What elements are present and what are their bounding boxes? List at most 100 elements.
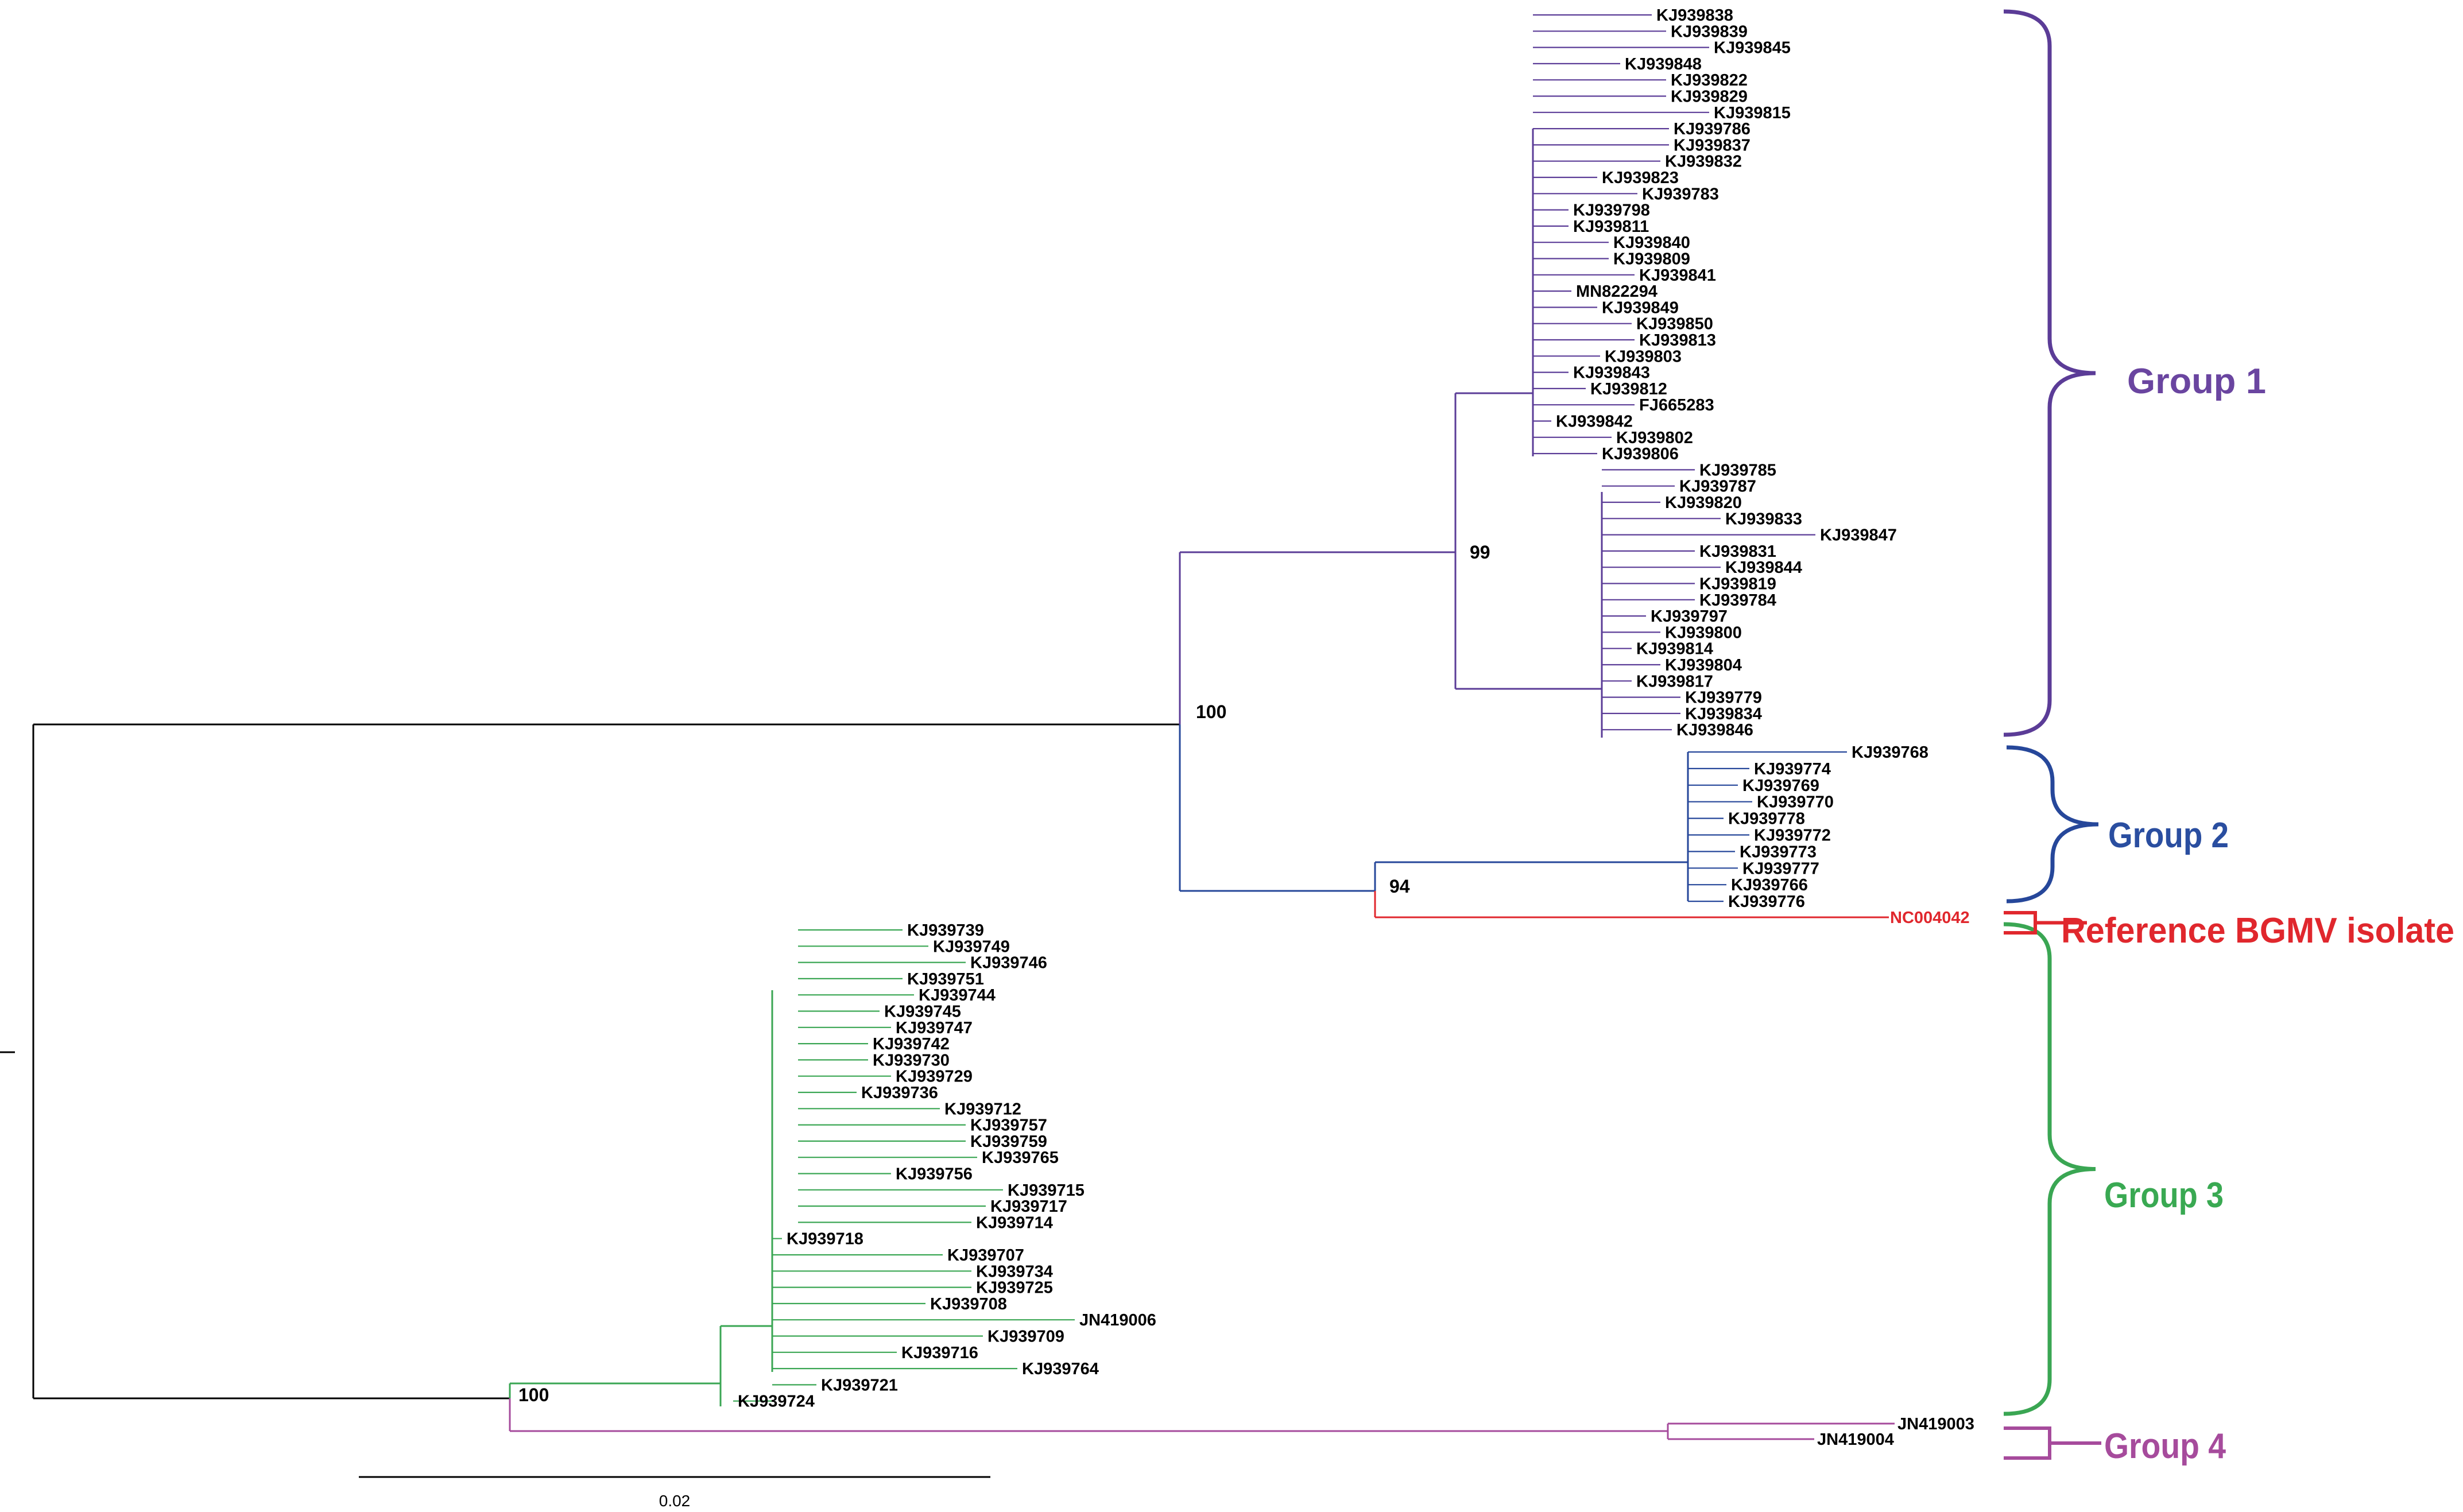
leaf-label: KJ939736 <box>861 1084 938 1102</box>
bootstrap-100-top: 100 <box>1196 701 1226 722</box>
tree-branches <box>0 14 1895 1440</box>
leaf-label: KJ939823 <box>1602 169 1679 187</box>
leaf-label: KJ939712 <box>944 1100 1021 1118</box>
leaf-label: KJ939786 <box>1674 120 1751 138</box>
leaf-label: KJ939813 <box>1639 331 1716 350</box>
leaf-label: KJ939708 <box>930 1295 1007 1313</box>
leaf-label: KJ939803 <box>1605 347 1682 366</box>
leaf-label: KJ939745 <box>884 1003 961 1021</box>
leaf-label: KJ939814 <box>1636 640 1713 658</box>
group-3-bracket <box>2003 922 2096 1416</box>
scale-bar-label: 0.02 <box>659 1492 691 1510</box>
leaf-label: KJ939845 <box>1714 39 1791 57</box>
leaf-label: KJ939840 <box>1613 234 1690 252</box>
leaf-label: KJ939749 <box>933 937 1010 956</box>
group-2-bracket <box>2006 745 2099 904</box>
bootstrap-100-bottom: 100 <box>518 1385 549 1405</box>
leaf-label: KJ939785 <box>1699 461 1776 479</box>
leaf-label: KJ939783 <box>1642 185 1719 203</box>
leaf-label: KJ939848 <box>1625 55 1702 73</box>
leaf-label: KJ939725 <box>976 1279 1053 1297</box>
leaf-label: KJ939721 <box>821 1376 898 1394</box>
group-brackets <box>2003 9 2101 1460</box>
leaf-label: KJ939846 <box>1676 721 1753 739</box>
leaf-label: KJ939770 <box>1757 793 1834 812</box>
group-3-label: Group 3 <box>2104 1176 2224 1215</box>
leaf-label: KJ939766 <box>1731 876 1808 894</box>
leaf-label: MN822294 <box>1576 282 1658 301</box>
leaf-label: KJ939812 <box>1590 380 1667 398</box>
leaf-label: KJ939707 <box>947 1246 1024 1265</box>
group-4-bracket <box>2004 1426 2101 1460</box>
leaf-label: KJ939800 <box>1665 623 1742 642</box>
leaf-label: KJ939744 <box>919 986 996 1005</box>
leaf-label: KJ939769 <box>1742 777 1819 795</box>
leaf-label: KJ939768 <box>1852 743 1928 762</box>
leaf-label: KJ939717 <box>990 1197 1067 1216</box>
group-4-label: Group 4 <box>2104 1426 2226 1466</box>
leaf-label: KJ939729 <box>896 1068 973 1086</box>
bootstrap-94: 94 <box>1389 876 1410 897</box>
reference-bracket <box>2004 911 2087 935</box>
leaf-label: KJ939847 <box>1820 526 1897 545</box>
leaf-label: KJ939764 <box>1022 1360 1099 1378</box>
leaf-label: KJ939730 <box>873 1051 950 1069</box>
leaf-label: KJ939804 <box>1665 656 1742 674</box>
leaf-label: KJ939809 <box>1613 250 1690 269</box>
leaf-label: KJ939773 <box>1740 843 1817 861</box>
leaf-label: JN419006 <box>1079 1311 1156 1329</box>
leaf-label: KJ939811 <box>1573 218 1649 236</box>
leaf-label: KJ939829 <box>1671 88 1748 106</box>
leaf-label: KJ939718 <box>787 1230 863 1249</box>
leaf-label: KJ939776 <box>1728 893 1805 911</box>
leaf-label: KJ939778 <box>1728 810 1805 828</box>
leaf-label: KJ939802 <box>1616 429 1693 447</box>
leaf-label: KJ939797 <box>1651 607 1728 626</box>
bootstrap-99: 99 <box>1470 542 1490 563</box>
leaf-label: KJ939779 <box>1685 689 1762 707</box>
leaf-label: KJ939798 <box>1573 201 1650 220</box>
leaf-label: KJ939734 <box>976 1262 1053 1281</box>
leaf-label: KJ939777 <box>1742 859 1819 878</box>
leaf-label: KJ939724 <box>738 1393 815 1411</box>
leaf-label: KJ939756 <box>896 1165 973 1184</box>
group-1-bracket <box>2003 9 2096 737</box>
leaf-label: KJ939833 <box>1725 510 1802 528</box>
leaf-label: KJ939784 <box>1699 591 1776 610</box>
leaf-label: KJ939772 <box>1754 827 1831 845</box>
leaf-label: KJ939817 <box>1636 672 1713 691</box>
leaf-label: KJ939715 <box>1008 1181 1085 1200</box>
leaf-label: KJ939839 <box>1671 22 1748 41</box>
reference-bgmv-label: Reference BGMV isolate <box>2061 911 2454 951</box>
leaf-label: JN419003 <box>1897 1415 1974 1433</box>
leaf-label: KJ939842 <box>1556 413 1633 431</box>
group-1-label: Group 1 <box>2127 362 2266 401</box>
leaf-label: KJ939822 <box>1671 71 1748 90</box>
leaf-label: KJ939787 <box>1679 478 1756 496</box>
leaf-label: KJ939739 <box>907 921 984 940</box>
leaf-label: KJ939716 <box>901 1344 978 1362</box>
leaf-label: KJ939831 <box>1699 542 1776 561</box>
leaf-label: KJ939838 <box>1656 6 1733 25</box>
leaf-label: KJ939820 <box>1665 494 1742 512</box>
leaf-label: KJ939834 <box>1685 705 1762 723</box>
leaf-label: KJ939841 <box>1639 266 1716 285</box>
leaf-label: KJ939746 <box>970 954 1047 972</box>
leaf-label: FJ665283 <box>1639 396 1714 414</box>
leaf-label: KJ939832 <box>1665 153 1742 171</box>
leaf-label: KJ939759 <box>970 1133 1047 1151</box>
leaf-label: KJ939850 <box>1636 315 1713 334</box>
leaf-label: KJ939757 <box>970 1116 1047 1135</box>
leaf-label: KJ939742 <box>873 1035 950 1053</box>
leaf-label: KJ939815 <box>1714 104 1791 122</box>
leaf-label: KJ939837 <box>1674 136 1751 154</box>
leaf-label: KJ939849 <box>1602 298 1679 317</box>
leaf-label: KJ939714 <box>976 1214 1053 1232</box>
reference-leaf-label: NC004042 <box>1890 909 1970 927</box>
leaf-label: JN419004 <box>1817 1430 1894 1449</box>
leaf-label: KJ939709 <box>987 1328 1064 1346</box>
leaf-label: KJ939751 <box>907 970 984 988</box>
leaf-label: KJ939747 <box>896 1019 973 1037</box>
leaf-label: KJ939765 <box>982 1149 1059 1167</box>
